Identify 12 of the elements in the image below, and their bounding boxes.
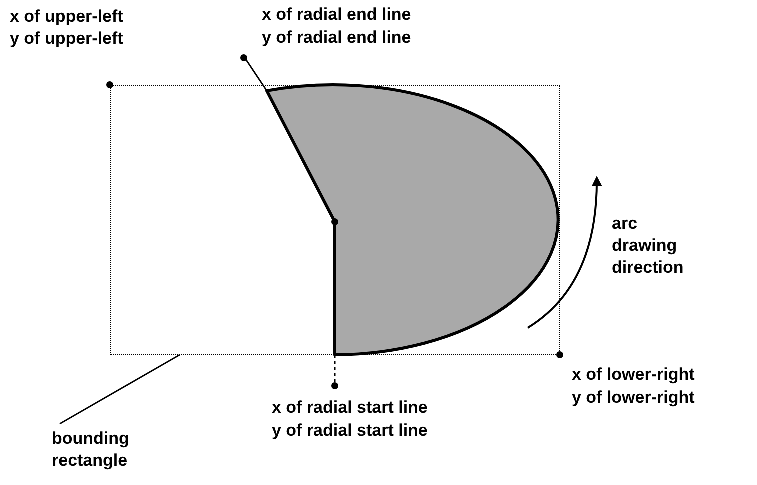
callout-text: y of radial start line — [272, 420, 428, 442]
callout-text: bounding rectangle — [52, 428, 162, 472]
callout-text: y of radial end line — [262, 27, 412, 49]
callout-text: arc drawing direction — [612, 213, 682, 279]
callout-text: x of upper-left — [10, 6, 124, 28]
callout-text: y of lower-right — [572, 387, 695, 409]
callout-text: x of radial start line — [272, 397, 428, 419]
callout-text: x of radial end line — [262, 4, 412, 26]
bounding-rectangle — [110, 85, 560, 355]
leader-line — [60, 354, 180, 425]
callout-text: y of upper-left — [10, 28, 124, 50]
callout-text: x of lower-right — [572, 364, 695, 386]
